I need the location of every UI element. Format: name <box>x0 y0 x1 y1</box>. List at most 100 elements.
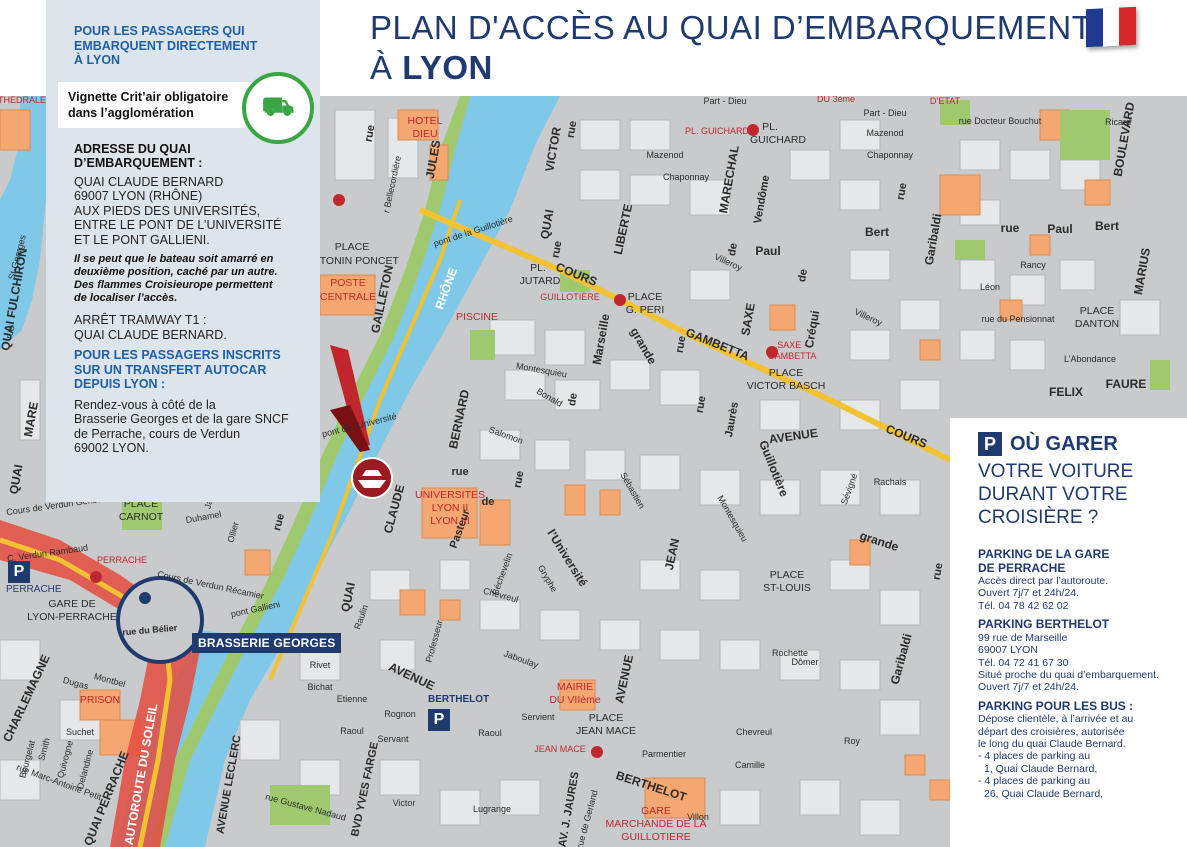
parking-item-heading: DE PERRACHE <box>978 560 1066 575</box>
parking-item-line: Ouvert 7j/7 et 24h/24. <box>978 681 1079 694</box>
saone-river <box>0 96 46 350</box>
map-label: de <box>726 242 740 257</box>
map-label: PL. <box>762 121 778 133</box>
map-label: MAIRIE <box>557 681 593 693</box>
transfer-heading: POUR LES PASSAGERS INSCRITS SUR UN TRANS… <box>74 348 281 391</box>
critair-badge: ⛟ <box>242 72 314 144</box>
metro-icon <box>766 346 778 358</box>
parking-item-line: 99 rue de Marseille <box>978 631 1068 644</box>
map-label: PLACE <box>769 367 803 379</box>
map-label: Créqui <box>802 309 822 349</box>
map-label: rue <box>694 395 709 414</box>
map-label: Part - Dieu <box>703 96 746 106</box>
parking-item-line: Ouvert 7j/7 et 24h/24. <box>978 587 1079 600</box>
map-label: Servient <box>521 712 555 722</box>
map-label: rue <box>550 240 565 259</box>
parking-item-line: 1, Quai Claude Bernard, <box>984 762 1098 775</box>
map-label: QUAI <box>538 208 557 240</box>
map-label: GARE <box>641 805 671 817</box>
map-label: Raoul <box>340 726 364 736</box>
rhone-river <box>140 96 560 847</box>
map-label: Rognon <box>384 709 416 719</box>
address-heading: ADRESSE DU QUAI D’EMBARQUEMENT : <box>74 141 203 171</box>
parking-item-line: Tél. 04 78 42 62 02 <box>978 599 1069 612</box>
map-label: PL. GUICHARD <box>685 126 750 136</box>
map-label: Paul <box>1047 222 1072 236</box>
parking-item: PARKING POUR LES BUS :Dépose clientèle, … <box>978 699 1183 800</box>
direct-boarding-heading: POUR LES PASSAGERS QUI EMBARQUENT DIRECT… <box>74 24 258 67</box>
map-label: Dômer <box>791 657 818 667</box>
river-bank <box>150 96 470 847</box>
flag-red <box>1119 6 1137 46</box>
map-label: Servant <box>377 734 409 744</box>
parking-item-line: départ des croisières, autorisée <box>978 725 1125 738</box>
french-flag <box>1086 6 1137 48</box>
boat-marker <box>351 457 393 499</box>
map-label: Parmentier <box>642 749 686 759</box>
map-label: Camille <box>735 760 765 770</box>
map-label: Paul <box>755 244 780 258</box>
map-label: CENTRALE <box>320 291 376 303</box>
cours-gambetta <box>418 207 952 463</box>
map-label: Victor <box>393 798 416 808</box>
parking-item-line: - 4 places de parking au <box>978 775 1091 788</box>
parking-title: OÙ GARER <box>1010 432 1118 455</box>
map-label: Etienne <box>337 694 368 704</box>
map-label: MARE <box>21 401 41 438</box>
map-label: QUAI <box>338 581 358 613</box>
map-label: Bichat <box>307 682 333 692</box>
parking-icon: P <box>978 432 1002 456</box>
map-label: Chaponnay <box>867 150 914 160</box>
city-name: LYON <box>402 49 493 86</box>
map-label: PISCINE <box>456 311 498 323</box>
map-label: ANTONIN PONCET <box>305 255 399 267</box>
car-icon: ⛟ <box>261 90 295 121</box>
map-label: Bert <box>1095 219 1119 233</box>
map-label: Mazenod <box>866 128 903 138</box>
map-label: THEDRALE <box>0 95 46 105</box>
map-label: rue <box>451 466 468 478</box>
mooring-note: Il se peut que le bateau soit amarré en … <box>74 253 278 304</box>
map-label: PLACE <box>1080 305 1114 317</box>
map-label: PLACE <box>589 712 623 724</box>
map-label: JULES <box>423 139 444 180</box>
map-label: Mazenod <box>646 150 683 160</box>
title-line-2: À LYON <box>370 49 493 86</box>
map-label: LYON III <box>430 515 469 527</box>
parking-subtitle: VOTRE VOITURE DURANT VOTRE CROISIÈRE ? <box>978 461 1134 528</box>
map-label: rue <box>931 562 946 581</box>
map-label: rue <box>271 512 287 532</box>
map-label: rue du Pensionnat <box>981 314 1055 324</box>
map-label: GAMBETTA <box>768 351 817 361</box>
map-label: MARCHANDE DE LA <box>606 818 707 830</box>
parking-item-line: 26, Quai Claude Bernard, <box>984 787 1104 800</box>
parking-item-line: Tél. 04 72 41 67 30 <box>978 656 1069 669</box>
metro-icon <box>614 294 626 306</box>
metro-icon <box>747 124 759 136</box>
map-label: JEAN <box>662 537 682 571</box>
map-label: Chaponnay <box>663 172 710 182</box>
map-label: Bert <box>865 225 889 239</box>
map-label: Villon <box>687 812 709 822</box>
map-label: Rochette <box>772 648 808 658</box>
map-label: Léon <box>980 282 1000 292</box>
map-label: rue <box>363 124 378 143</box>
map-label: de <box>796 268 810 283</box>
parking-item-heading: PARKING BERTHELOT <box>978 617 1110 632</box>
parking-item-line: Dépose clientèle, à l’arrivée et au <box>978 713 1134 726</box>
map-label: LYON-PERRACHE <box>27 611 117 623</box>
map-label: rue <box>4 325 17 340</box>
map-label: DU 3ème <box>817 94 855 104</box>
parking-panel: P OÙ GARER VOTRE VOITURE DURANT VOTRE CR… <box>950 418 1187 847</box>
brasserie-dot <box>139 592 151 604</box>
map-label: Suchet <box>66 727 95 737</box>
title-line-1: PLAN D'ACCÈS AU QUAI D’EMBARQUEMENT <box>370 9 1093 46</box>
parking-item-line: le long du quai Claude Bernard. <box>978 738 1126 751</box>
map-label: GUILLOTIERE <box>621 831 690 843</box>
parking-title-row: P OÙ GARER <box>978 432 1118 456</box>
map-label: PL. <box>530 262 546 274</box>
metro-icon <box>333 194 345 206</box>
transfer-lines: Rendez-vous à côté de la Brasserie Georg… <box>74 397 289 456</box>
